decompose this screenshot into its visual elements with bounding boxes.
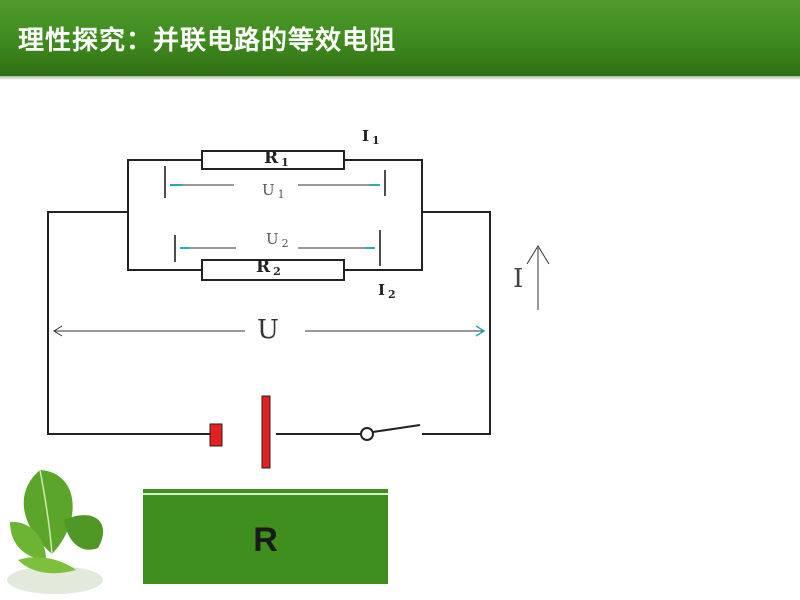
label-u-total: U (257, 315, 279, 345)
resistor-r2 (201, 259, 345, 281)
u1-bracket (164, 166, 386, 198)
top-right-wire (344, 159, 423, 212)
equivalent-resistance-label: R (253, 521, 278, 559)
top-left-wire (127, 159, 202, 212)
box-top-line (143, 493, 388, 495)
bottom-left-wire (127, 212, 202, 271)
label-i-total: I (513, 264, 524, 294)
main-loop-wires (47, 211, 491, 435)
u2-bracket (174, 230, 381, 266)
title-shadow (0, 76, 800, 80)
title-bar: 理性探究：并联电路的等效电阻 (0, 0, 800, 80)
switch-lever (372, 424, 421, 433)
parallel-branch-wires (127, 159, 423, 271)
left-main-wire (47, 211, 212, 435)
battery-positive-plate (261, 395, 271, 469)
battery-negative-plate (209, 423, 223, 447)
resistor-r1 (201, 150, 345, 170)
bottom-right-wire (344, 212, 423, 271)
green-leaf-icon (7, 469, 104, 594)
right-main-wire (422, 211, 491, 435)
slide-title: 理性探究：并联电路的等效电阻 (18, 26, 397, 56)
equivalent-resistance-box: R (143, 489, 388, 584)
switch-pivot (360, 427, 374, 441)
